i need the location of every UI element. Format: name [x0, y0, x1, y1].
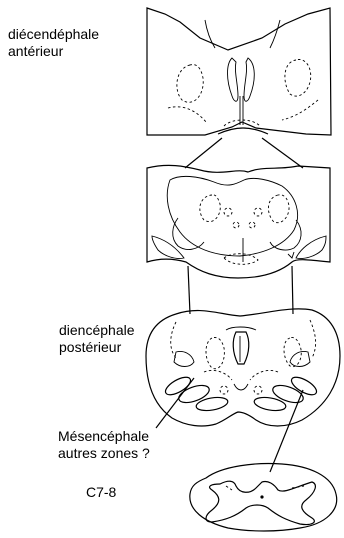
section-middle: [147, 165, 330, 278]
label-anterior-line2: antérieur: [8, 43, 63, 59]
label-anterior-line1: diécendéphale: [8, 26, 99, 42]
label-spinal-level: C7-8: [86, 484, 116, 500]
leader-line-spinal: [270, 390, 303, 472]
label-posterior-line2: postérieur: [59, 339, 121, 355]
label-mesencephale-line2: autres zones ?: [58, 445, 150, 461]
section-posterior-diencephalon: [146, 309, 340, 426]
section-spinal-cord: [190, 464, 337, 531]
section-anterior-diencephalon: [147, 8, 331, 135]
label-posterior-line1: diencéphale: [59, 322, 135, 338]
label-mesencephale-line1: Mésencéphale: [58, 428, 149, 444]
